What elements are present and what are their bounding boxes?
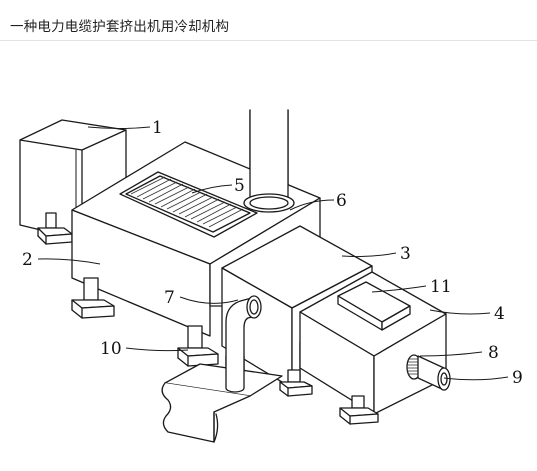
patent-drawing: 1 2 3 4 5 6 7 8 9 10 11 [0,41,537,471]
leader-9 [443,376,509,381]
patent-drawing-svg: 1 2 3 4 5 6 7 8 9 10 11 [19,109,523,443]
callout-5: 5 [234,176,245,196]
callout-7: 7 [164,288,175,308]
callout-1: 1 [152,118,163,138]
leader-11 [371,285,427,293]
extruder-legs [71,277,219,367]
leader-1 [87,126,151,129]
leader-10 [125,347,189,352]
leader-3 [341,252,397,258]
duct-foot [279,369,313,397]
callout-10: 10 [100,339,122,359]
control-panel [337,281,411,331]
callout-9: 9 [512,368,523,388]
motor-box-feet [37,212,73,245]
leader-4 [429,309,491,315]
leader-8 [419,351,483,357]
callout-2: 2 [22,250,33,270]
page-header: 一种电力电缆护套挤出机用冷却机构 [0,0,537,41]
leader-6 [289,199,335,211]
page-title: 一种电力电缆护套挤出机用冷却机构 [10,19,230,35]
tank-foot [339,395,379,425]
callout-6: 6 [336,191,347,211]
callout-4: 4 [494,304,505,324]
callout-11: 11 [430,277,452,297]
callout-8: 8 [488,343,499,363]
callout-3: 3 [400,244,411,264]
leader-5 [191,184,233,194]
outlet-pipe [225,295,262,373]
leader-7 [179,296,239,304]
leader-2 [37,258,101,265]
callouts: 1 2 3 4 5 6 7 8 9 10 11 [22,118,523,388]
vent-grille [119,171,258,238]
water-trough [161,355,283,443]
leader-lines [37,126,509,381]
